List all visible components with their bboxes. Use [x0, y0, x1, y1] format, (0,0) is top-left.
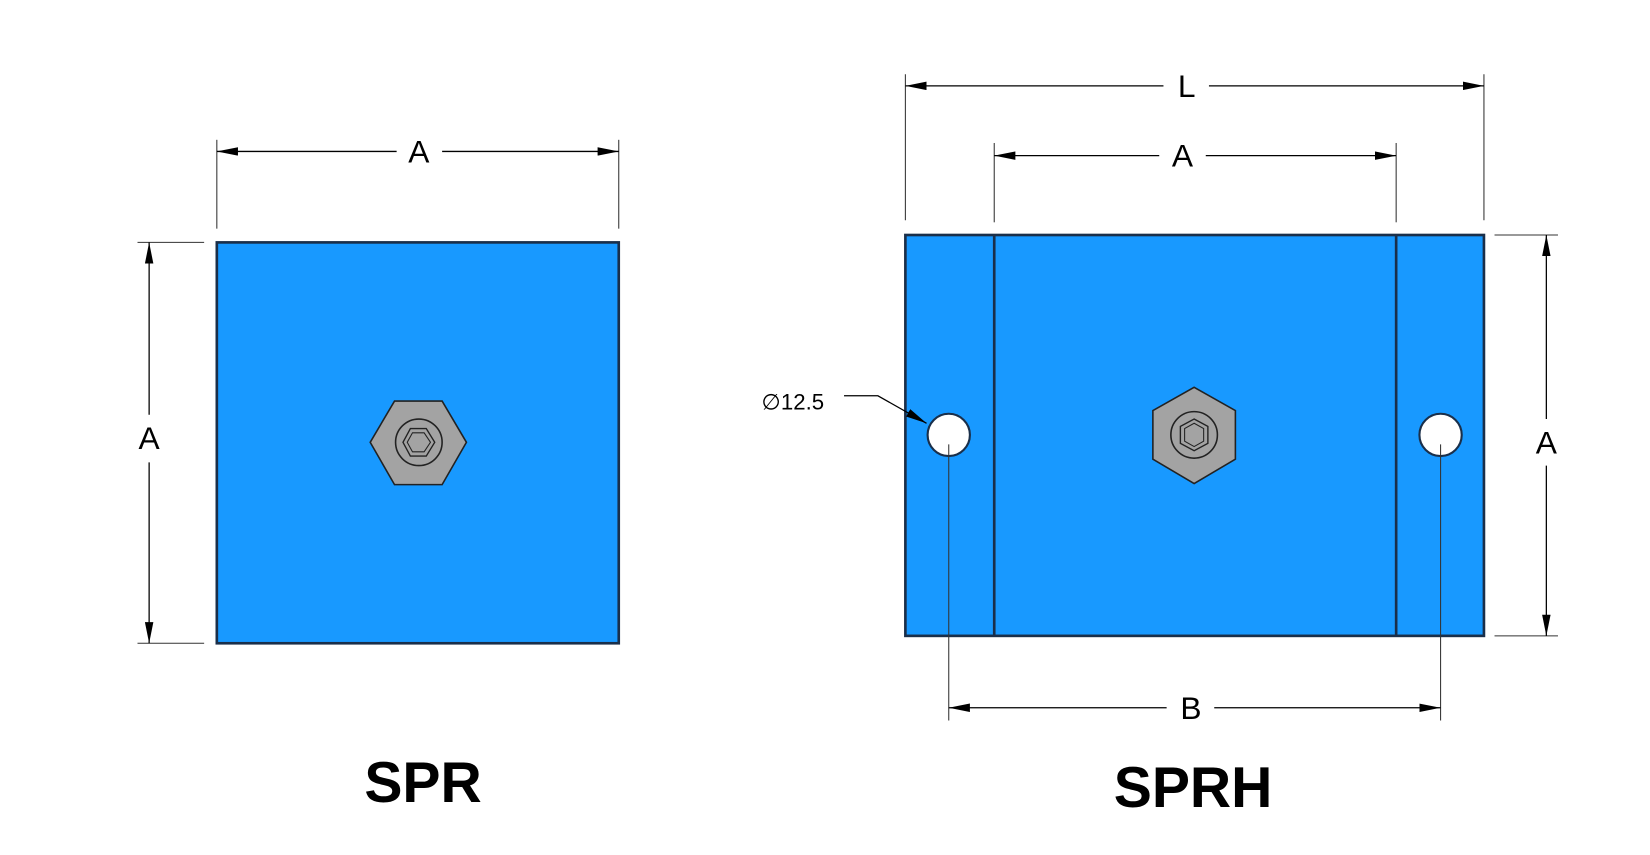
- sprh-dim-width-label: A: [1172, 138, 1194, 174]
- sprh-view: L A A B ∅12.5 SP: [762, 68, 1558, 820]
- sprh-hex-nut: [1152, 386, 1237, 485]
- sprh-dim-length-label: L: [1178, 68, 1196, 104]
- sprh-hole-diameter-note: ∅12.5: [762, 390, 825, 415]
- spr-dimension-width: A: [216, 133, 620, 229]
- spr-title: SPR: [364, 751, 481, 815]
- spr-dim-width-label: A: [408, 133, 430, 169]
- spr-view: A A SPR: [137, 133, 621, 815]
- spr-dim-height-label: A: [139, 420, 161, 456]
- sprh-dim-height-label: A: [1536, 424, 1558, 460]
- sprh-title: SPRH: [1114, 756, 1273, 820]
- sprh-dimension-height: A: [1494, 234, 1558, 637]
- spr-dimension-height: A: [137, 241, 205, 644]
- sprh-dim-hole-spacing-label: B: [1180, 690, 1201, 726]
- spr-hex-nut: [369, 400, 468, 486]
- sprh-dimension-hole-spacing: B: [948, 444, 1442, 726]
- sprh-dimension-length: L: [904, 68, 1485, 221]
- sprh-hole-callout: ∅12.5: [762, 390, 927, 424]
- sprh-dimension-width: A: [993, 138, 1397, 223]
